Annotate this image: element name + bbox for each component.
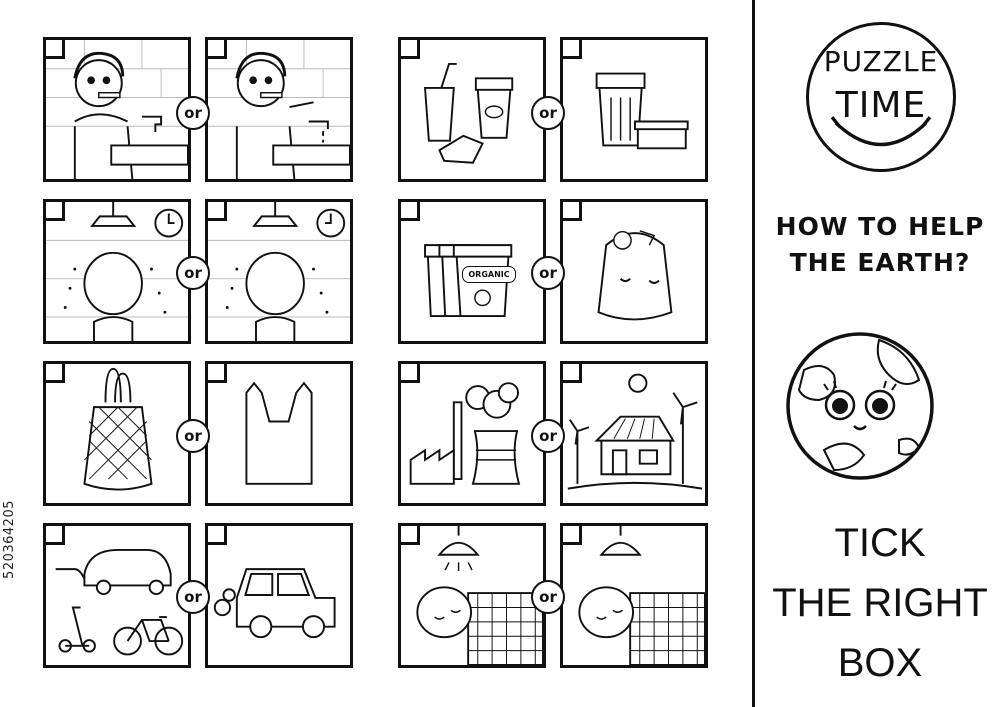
card-solar-house[interactable]	[560, 361, 708, 506]
card-reusable-containers[interactable]	[560, 37, 708, 182]
mesh-bag-illustration	[83, 367, 153, 491]
card-shower-short[interactable]	[43, 199, 191, 344]
tick-box[interactable]	[208, 364, 227, 383]
tick-box[interactable]	[208, 526, 227, 545]
card-brushing-tap-running[interactable]	[205, 37, 353, 182]
card-light-off[interactable]	[560, 523, 708, 668]
panel-divider	[752, 0, 755, 707]
or-badge: or	[531, 96, 565, 130]
short-shower-illustration	[46, 202, 188, 341]
or-badge: or	[176, 419, 210, 453]
or-badge: or	[176, 580, 210, 614]
card-mesh-bag[interactable]	[43, 361, 191, 506]
tick-box[interactable]	[208, 40, 227, 59]
tick-box[interactable]	[563, 202, 582, 221]
question-line2: THE EARTH?	[789, 248, 971, 277]
card-mixed-garbage[interactable]	[560, 199, 708, 344]
card-petrol-car[interactable]	[205, 523, 353, 668]
tick-box[interactable]	[563, 526, 582, 545]
organic-label: ORGANIC	[462, 266, 516, 283]
earth-character-icon	[786, 332, 934, 480]
or-badge: or	[531, 580, 565, 614]
disposable-cups-illustration	[423, 63, 514, 164]
mixed-garbage-bag-illustration	[597, 230, 673, 321]
plastic-bag-illustration	[245, 381, 313, 485]
card-factory[interactable]	[398, 361, 546, 506]
solar-house-illustration	[567, 373, 703, 490]
tick-box[interactable]	[401, 40, 420, 59]
tick-box[interactable]	[46, 526, 65, 545]
instruction-line3: BOX	[837, 641, 923, 685]
question-line1: HOW TO HELP	[775, 212, 985, 241]
or-badge: or	[531, 419, 565, 453]
or-badge: or	[176, 256, 210, 290]
tick-box[interactable]	[46, 364, 65, 383]
sleeping-light-off-illustration	[578, 526, 705, 665]
factory-illustration	[409, 382, 521, 485]
tick-box[interactable]	[401, 364, 420, 383]
tick-box[interactable]	[46, 202, 65, 221]
tick-box[interactable]	[208, 202, 227, 221]
smile-icon	[830, 116, 932, 147]
or-badge: or	[531, 256, 565, 290]
tick-box[interactable]	[401, 202, 420, 221]
stock-watermark: 520364205	[2, 500, 17, 579]
card-light-on[interactable]	[398, 523, 546, 668]
electric-car-bike-scooter-illustration	[55, 549, 184, 656]
puzzle-time-logo: PUZZLE TIME	[806, 22, 956, 172]
boy-brushing-tap-off-illustration	[46, 40, 188, 179]
or-badge: or	[176, 96, 210, 130]
tick-box[interactable]	[563, 40, 582, 59]
reusable-containers-illustration	[595, 72, 689, 150]
card-brushing-tap-off[interactable]	[43, 37, 191, 182]
card-sorting-bins[interactable]: ORGANIC	[398, 199, 546, 344]
long-shower-illustration	[208, 202, 350, 341]
petrol-car-illustration	[213, 568, 336, 639]
card-green-transport[interactable]	[43, 523, 191, 668]
tick-box[interactable]	[46, 40, 65, 59]
sleeping-light-on-illustration	[416, 526, 543, 665]
card-disposable-cups[interactable]	[398, 37, 546, 182]
logo-line1: PUZZLE	[823, 45, 939, 78]
card-shower-long[interactable]	[205, 199, 353, 344]
instruction-line2: THE RIGHT	[772, 581, 988, 625]
card-plastic-bag[interactable]	[205, 361, 353, 506]
boy-brushing-tap-running-illustration	[208, 40, 350, 179]
tick-box[interactable]	[563, 364, 582, 383]
tick-box[interactable]	[401, 526, 420, 545]
logo-line2: TIME	[835, 85, 927, 126]
instruction-line1: TICK	[834, 521, 926, 565]
